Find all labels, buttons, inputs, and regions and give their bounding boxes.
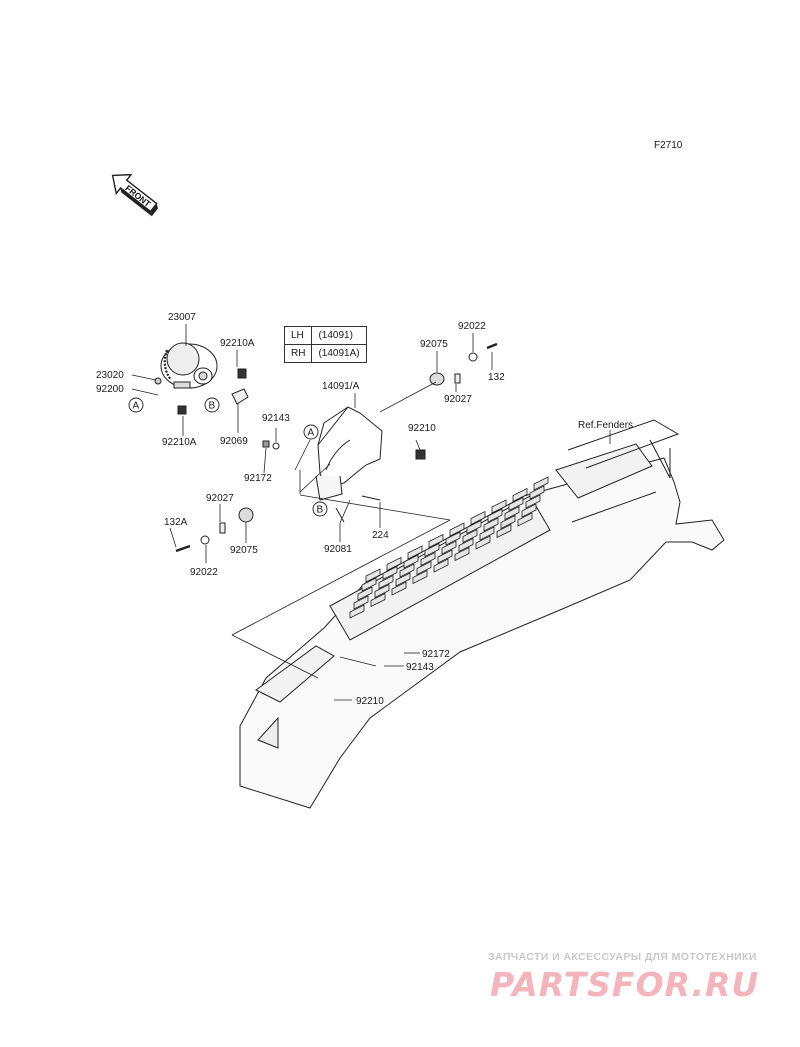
grille-slot — [525, 494, 541, 509]
part-label: 92027 — [444, 394, 472, 405]
grille-slot — [424, 542, 440, 558]
grille-slot — [349, 604, 365, 619]
callout-b-circle — [312, 501, 328, 517]
part-label: 23007 — [168, 312, 196, 323]
grille-slot — [370, 592, 386, 608]
part-label: 92210A — [220, 338, 255, 349]
grille-slot — [445, 531, 461, 546]
grille-slot — [428, 533, 444, 549]
grille-panel — [239, 419, 725, 809]
callout-a-circle — [303, 424, 319, 440]
callouts — [128, 397, 328, 517]
part-label: 92172 — [422, 649, 450, 660]
grille-slot — [403, 554, 419, 569]
grille-slot — [365, 568, 381, 583]
grille-slot — [391, 581, 407, 596]
part-label: 92172 — [244, 473, 272, 484]
ref-fenders-label: Ref.Fenders — [578, 420, 633, 431]
grille-slot — [378, 574, 394, 590]
grille-slot — [458, 537, 474, 553]
callout-b-circle — [204, 397, 220, 413]
grille-slot — [496, 523, 512, 539]
callout-b: B — [317, 505, 324, 516]
grille-slot — [454, 546, 470, 562]
grille-slot — [353, 595, 369, 610]
side-cell: RH — [283, 344, 313, 363]
grille-slot — [416, 560, 432, 576]
watermark-logo: PARTSFOR.RU — [490, 965, 760, 1004]
grille-slot — [487, 508, 503, 523]
part-label: 14091/A — [322, 381, 360, 392]
grille-slot — [504, 505, 520, 521]
grille-slot — [441, 540, 457, 555]
grille-slot — [529, 485, 545, 500]
grille-slot — [508, 496, 524, 512]
grille-slot — [449, 522, 465, 537]
part-label: 92143 — [262, 413, 290, 424]
part-label: 92210 — [356, 696, 384, 707]
part-label: 132A — [164, 517, 188, 528]
part-label: 92143 — [406, 662, 434, 673]
part-label: 23020 — [96, 370, 124, 381]
callout-a: A — [133, 401, 140, 412]
part-label: 92022 — [190, 567, 218, 578]
grille-slot — [462, 528, 478, 544]
part-label: 92200 — [96, 384, 124, 395]
figure-code: F2710 — [654, 140, 683, 151]
callout-b: B — [209, 401, 216, 412]
part-label: 92210A — [162, 437, 197, 448]
part-label: 92075 — [420, 339, 448, 350]
grille-slot — [491, 499, 507, 514]
part-cell: (14091A) — [311, 344, 367, 363]
grille-slot — [382, 565, 398, 581]
grille-slot — [412, 569, 428, 585]
grille-slot — [420, 551, 436, 567]
grille-slot — [533, 476, 549, 491]
part-label: 92027 — [206, 493, 234, 504]
grille-slot — [437, 549, 453, 564]
front-arrow-icon: FRONT — [111, 173, 158, 217]
leader-lines — [131, 324, 611, 701]
grille-slot — [483, 517, 499, 532]
grille-slot — [517, 512, 533, 527]
grille-slot — [521, 503, 537, 518]
table-row: RH (14091A) — [283, 344, 367, 363]
part-label: 92081 — [324, 544, 352, 555]
variant-table: LH (14091) RH (14091A) — [283, 326, 367, 363]
headlight-assembly — [154, 342, 249, 415]
grille-slot — [433, 558, 449, 573]
grille-slot — [466, 519, 482, 535]
callout-a: A — [308, 428, 315, 439]
grille-slot — [395, 572, 411, 587]
grille-slot — [500, 514, 516, 530]
grille-slot — [374, 583, 390, 599]
grille-slot — [357, 586, 373, 601]
grille-slot — [407, 545, 423, 560]
grille-slot — [479, 526, 495, 541]
part-label: 132 — [488, 372, 505, 383]
part-label: 92069 — [220, 436, 248, 447]
grille-slot — [470, 510, 486, 526]
grille-slot — [475, 535, 491, 550]
watermark-tagline: ЗАПЧАСТИ И АКСЕССУАРЫ ДЛЯ МОТОТЕХНИКИ — [488, 951, 757, 963]
part-label: 92210 — [408, 423, 436, 434]
grille-slot — [399, 563, 415, 578]
grille-slots — [349, 476, 549, 619]
grille-slot — [361, 577, 377, 592]
grille-slot — [512, 487, 528, 503]
grille-slot — [386, 556, 402, 572]
callout-a-circle — [128, 397, 144, 413]
part-label: 92075 — [230, 545, 258, 556]
part-label: 92022 — [458, 321, 486, 332]
part-label: 224 — [372, 530, 389, 541]
